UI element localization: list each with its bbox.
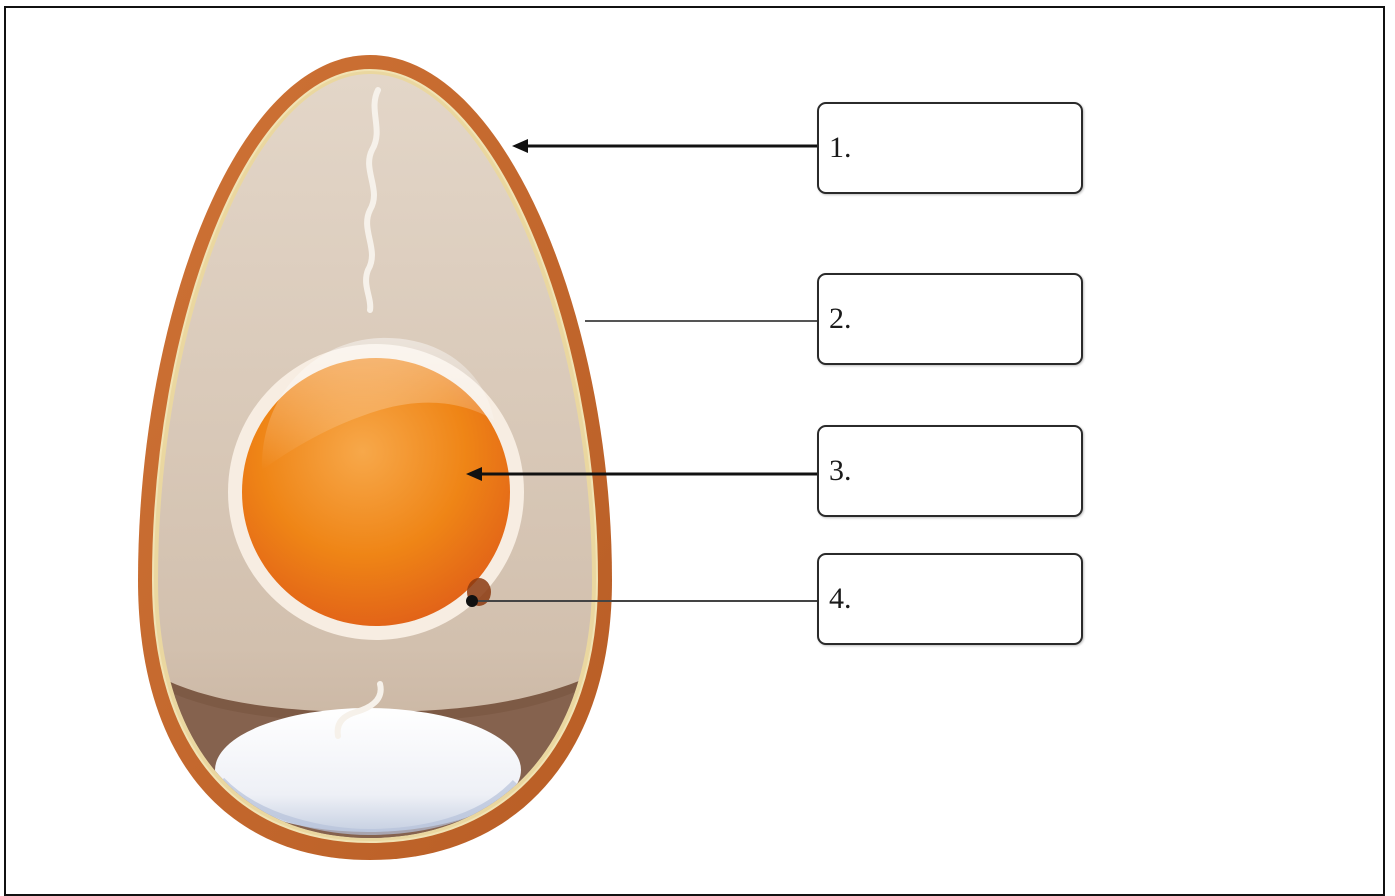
label-box-2[interactable]: 2. bbox=[817, 273, 1083, 365]
label-number-2: 2. bbox=[829, 302, 852, 336]
label-box-3[interactable]: 3. bbox=[817, 425, 1083, 517]
label-box-4[interactable]: 4. bbox=[817, 553, 1083, 645]
label-number-4: 4. bbox=[829, 582, 852, 616]
label-number-3: 3. bbox=[829, 454, 852, 488]
pointer-arrowhead-1 bbox=[512, 139, 528, 153]
label-box-1[interactable]: 1. bbox=[817, 102, 1083, 194]
label-number-1: 1. bbox=[829, 131, 852, 165]
pointer-dot-4 bbox=[466, 595, 478, 607]
